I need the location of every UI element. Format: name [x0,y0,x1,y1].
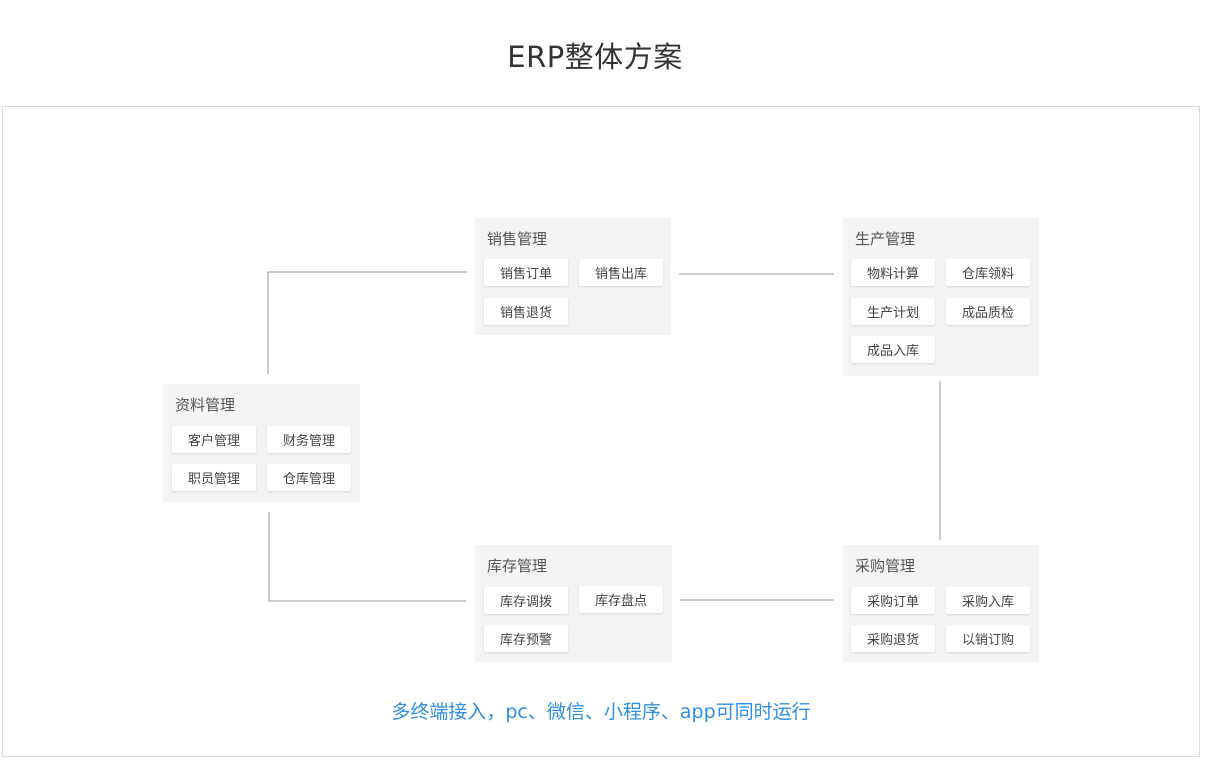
module-master-data: 资料管理 客户管理 财务管理 职员管理 仓库管理 [163,384,360,502]
chip-warehouse-picking[interactable]: 仓库领料 [946,259,1030,286]
chip-purchase-inbound[interactable]: 采购入库 [946,587,1030,614]
chip-warehouse-mgmt[interactable]: 仓库管理 [267,464,351,491]
chip-sales-based-purchase[interactable]: 以销订购 [946,625,1030,652]
chip-material-calc[interactable]: 物料计算 [851,259,935,286]
chip-sales-return[interactable]: 销售退货 [484,298,568,325]
chip-purchase-return[interactable]: 采购退货 [851,625,935,652]
chip-sales-outbound[interactable]: 销售出库 [579,259,663,286]
chip-finance-mgmt[interactable]: 财务管理 [267,426,351,453]
module-production: 生产管理 物料计算 仓库领料 生产计划 成品质检 成品入库 [843,218,1039,376]
module-title: 库存管理 [487,557,548,575]
chip-stock-transfer[interactable]: 库存调拨 [484,587,568,614]
page-title: ERP整体方案 [507,40,683,74]
module-purchasing: 采购管理 采购订单 采购入库 采购退货 以销订购 [843,545,1039,662]
chip-production-plan[interactable]: 生产计划 [851,298,935,325]
footer-note: 多终端接入，pc、微信、小程序、app可同时运行 [391,701,811,723]
chip-purchase-order[interactable]: 采购订单 [851,587,935,614]
chip-customer-mgmt[interactable]: 客户管理 [172,426,256,453]
module-title: 生产管理 [855,230,916,248]
module-title: 销售管理 [487,230,548,248]
module-title: 采购管理 [855,557,916,575]
chip-quality-inspection[interactable]: 成品质检 [946,298,1030,325]
chip-finished-goods-inbound[interactable]: 成品入库 [851,336,935,363]
chip-stock-count[interactable]: 库存盘点 [579,586,663,613]
module-title: 资料管理 [175,396,236,414]
module-sales: 销售管理 销售订单 销售出库 销售退货 [475,218,671,335]
chip-stock-alert[interactable]: 库存预警 [484,625,568,652]
module-inventory: 库存管理 库存调拨 库存盘点 库存预警 [475,545,672,662]
chip-staff-mgmt[interactable]: 职员管理 [172,464,256,491]
diagram-frame [2,106,1200,757]
chip-sales-order[interactable]: 销售订单 [484,259,568,286]
